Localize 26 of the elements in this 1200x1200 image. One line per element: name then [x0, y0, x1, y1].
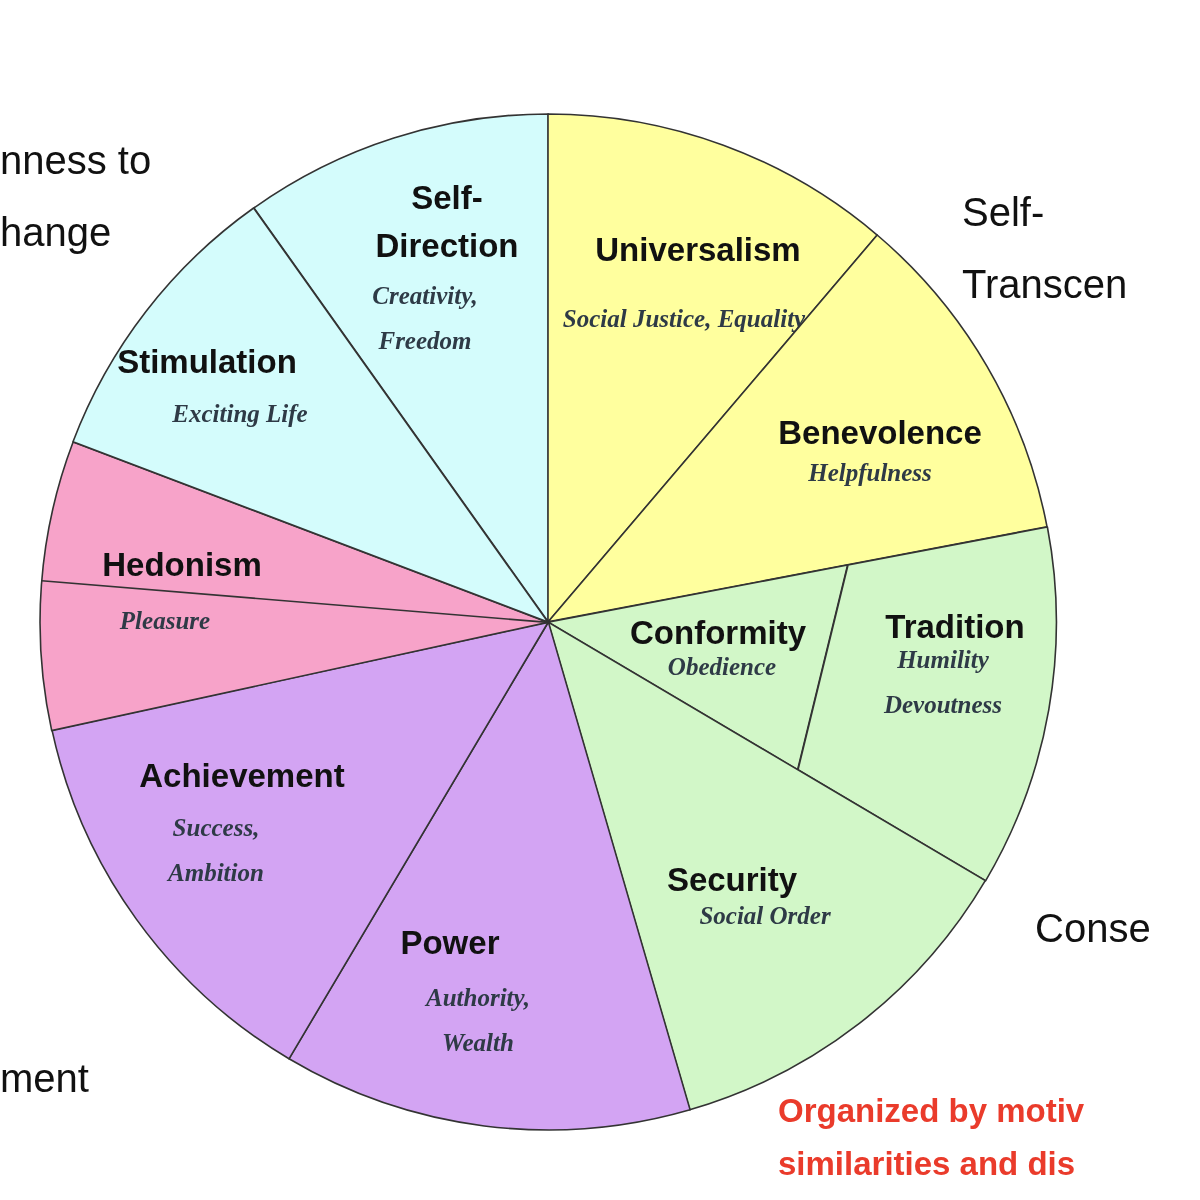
value-examples: Social Order: [698, 900, 832, 931]
value-name: Universalism: [594, 230, 802, 271]
value-name: Conformity: [629, 613, 807, 654]
value-examples: Helpfulness: [807, 457, 933, 488]
dimension-label: ment: [0, 1055, 90, 1102]
value-name: Benevolence: [777, 413, 983, 454]
value-examples: Exciting Life: [171, 398, 309, 429]
value-name: Self- Direction: [374, 178, 520, 266]
pie-sector: [40, 441, 548, 731]
value-name: Achievement: [138, 756, 346, 797]
value-examples: Authority, Wealth: [423, 983, 531, 1058]
dimension-label: Self- Transcen: [962, 189, 1129, 308]
value-examples: Humility Devoutness: [882, 645, 1003, 720]
value-examples: Success, Ambition: [165, 813, 265, 888]
dimension-label: Conse: [1035, 905, 1152, 952]
value-examples: Obedience: [666, 651, 778, 682]
value-name: Hedonism: [101, 545, 263, 586]
dimension-label: nness to hange: [0, 137, 153, 256]
note-text: Organized by motiv similarities and dis: [778, 1091, 1086, 1184]
value-name: Stimulation: [116, 342, 298, 383]
value-name: Tradition: [884, 607, 1026, 648]
value-examples: Pleasure: [118, 605, 212, 636]
value-examples: Social Justice, Equality: [561, 303, 807, 334]
value-name: Security: [665, 860, 799, 901]
value-examples: Creativity, Freedom: [371, 281, 479, 356]
value-name: Power: [399, 923, 501, 964]
